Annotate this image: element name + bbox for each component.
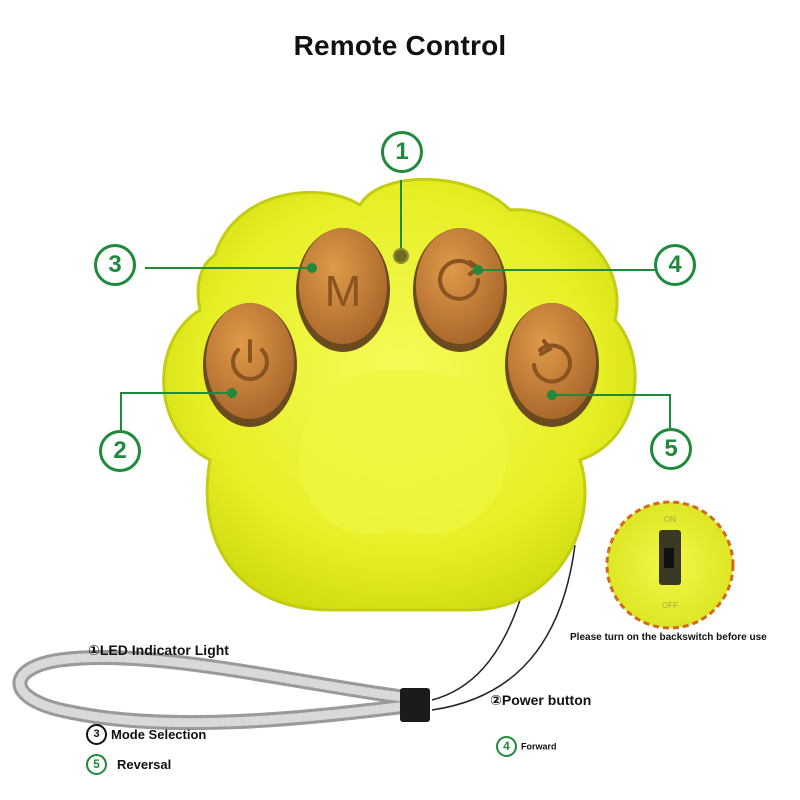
wrist-strap <box>12 544 576 731</box>
reverse-rotate-icon <box>532 339 572 384</box>
power-button[interactable] <box>203 303 297 427</box>
callout-lines <box>120 180 671 430</box>
legend-power-text: Power button <box>501 692 592 708</box>
legend-mode-num: 3 <box>86 724 107 745</box>
mode-m-icon: M <box>325 267 362 316</box>
legend-forward-text: Forward <box>521 741 557 752</box>
legend-reversal-num: 5 <box>86 754 107 775</box>
led-indicator <box>393 248 409 264</box>
back-switch-inset: ON OFF <box>605 500 735 630</box>
callout-5: 5 <box>650 428 692 470</box>
svg-text:ON: ON <box>664 515 676 524</box>
legend-reversal-text: Reversal <box>117 757 172 772</box>
legend-mode: 3 Mode Selection <box>86 724 206 745</box>
backswitch-note: Please turn on the backswitch before use <box>570 632 767 643</box>
power-icon <box>231 339 269 382</box>
page-title: Remote Control <box>293 30 507 61</box>
legend-led-num: ① <box>88 642 100 658</box>
legend-forward: 4 Forward <box>496 736 557 757</box>
callout-1: 1 <box>381 131 423 173</box>
callout-3: 3 <box>94 244 136 286</box>
legend-forward-num: 4 <box>496 736 517 757</box>
forward-button[interactable] <box>413 228 507 352</box>
strap-clip <box>400 688 430 722</box>
legend-power: ②Power button <box>490 692 591 709</box>
legend-reversal: 5 Reversal <box>86 754 171 775</box>
legend-mode-text: Mode Selection <box>111 727 207 742</box>
paw-remote-body <box>162 177 637 612</box>
legend-led: ①LED Indicator Light <box>88 642 229 659</box>
mode-button[interactable]: M <box>296 228 390 352</box>
legend-power-num: ② <box>490 692 502 708</box>
callout-2: 2 <box>99 430 141 472</box>
callout-4: 4 <box>654 244 696 286</box>
reversal-button[interactable] <box>505 303 599 427</box>
svg-text:OFF: OFF <box>662 601 678 610</box>
legend-led-text: LED Indicator Light <box>99 642 229 658</box>
